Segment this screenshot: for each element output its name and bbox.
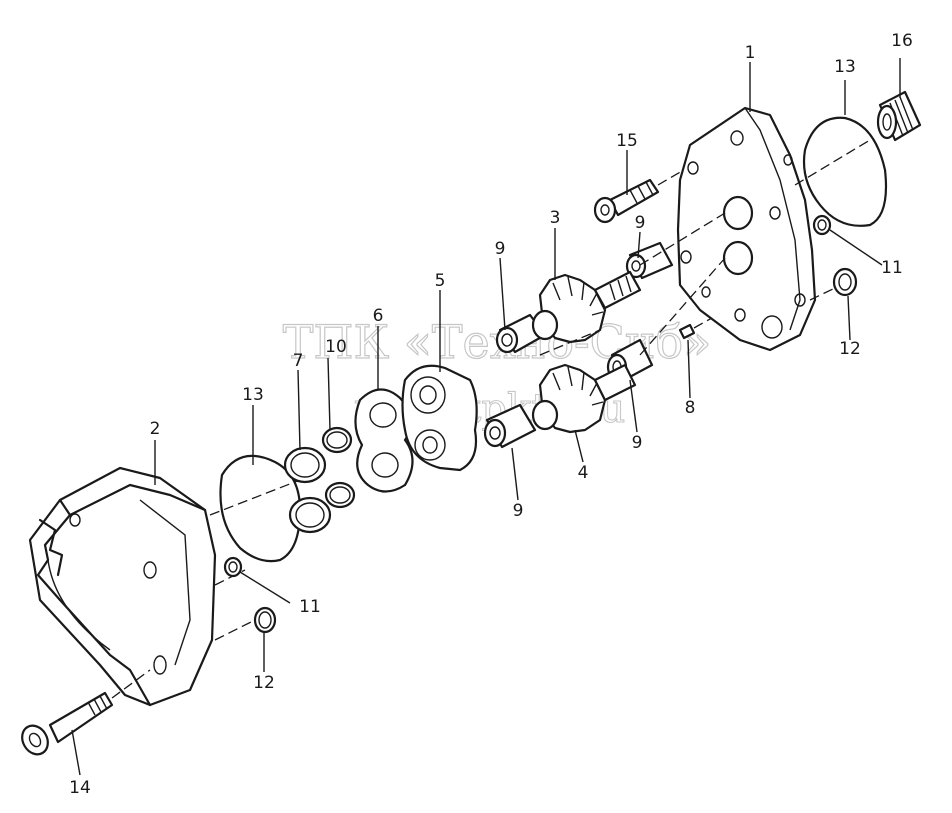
label-part-1: 1	[745, 43, 756, 63]
part-6-seal-plate	[354, 388, 414, 493]
label-part-10: 10	[325, 337, 347, 357]
label-part-13-left: 13	[242, 385, 264, 405]
part-4-driven-gear	[531, 363, 637, 434]
part-14-bolt	[21, 669, 151, 756]
label-part-3: 3	[550, 208, 561, 228]
part-12-oring-left	[214, 606, 277, 641]
label-part-11-right: 11	[881, 258, 903, 278]
label-part-14: 14	[69, 778, 91, 798]
label-part-8: 8	[685, 398, 696, 418]
label-part-4: 4	[578, 463, 589, 483]
part-10-seal-rings	[321, 426, 356, 509]
part-9-bushing-lower-left	[483, 403, 537, 449]
label-part-9-lower-left: 9	[513, 501, 524, 521]
label-part-7: 7	[293, 351, 304, 371]
part-labels: 1 2 3 4 5 6 7 8 9 9 9 9 10 11 11 12 12 1…	[69, 31, 913, 798]
part-15-cap-screw	[593, 139, 736, 224]
part-11-oring-right	[812, 214, 832, 236]
label-part-16: 16	[891, 31, 913, 51]
leader-lines	[71, 58, 901, 776]
part-16-needle-bearing	[876, 90, 922, 142]
label-part-2: 2	[150, 419, 161, 439]
label-part-13-right: 13	[834, 57, 856, 77]
part-9-bushing-upper-right	[625, 241, 674, 280]
label-part-15: 15	[616, 131, 638, 151]
label-part-6: 6	[373, 306, 384, 326]
part-3-drive-gear	[531, 270, 642, 344]
label-part-12-left: 12	[253, 673, 275, 693]
part-7-bushing-rings	[283, 446, 332, 534]
label-part-5: 5	[435, 271, 446, 291]
part-1-front-plate	[539, 106, 817, 356]
label-part-9-lower-right: 9	[632, 433, 643, 453]
part-11-oring-left	[223, 556, 243, 578]
label-part-12-right: 12	[839, 339, 861, 359]
label-part-9-upper-left: 9	[495, 239, 506, 259]
part-12-oring-right	[809, 267, 858, 301]
label-part-9-upper-right: 9	[635, 213, 646, 233]
part-2-rear-housing	[28, 466, 217, 707]
part-5-bearing-block	[401, 364, 478, 472]
part-13-gasket-left	[209, 454, 302, 586]
part-13-gasket-right	[794, 116, 888, 227]
label-part-11-left: 11	[299, 597, 321, 617]
